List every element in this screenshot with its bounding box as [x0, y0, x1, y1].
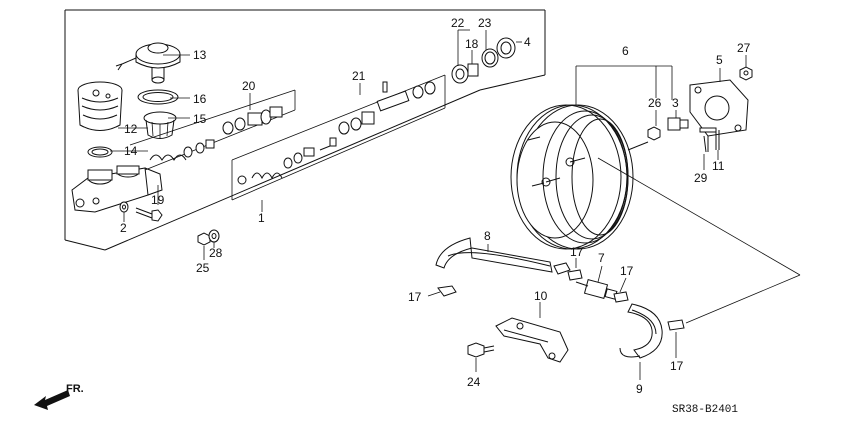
reservoir-tank [77, 81, 123, 131]
callout-17-left: 17 [408, 290, 422, 304]
hose-clip [87, 146, 113, 158]
secondary-piston-kit [237, 81, 436, 185]
callout-10: 10 [534, 289, 548, 303]
piston-seals [451, 37, 516, 84]
reservoir-strainer [143, 111, 177, 139]
callout-8: 8 [484, 229, 491, 243]
callout-7: 7 [598, 251, 605, 265]
callout-14: 14 [124, 144, 138, 158]
nut-and-washer [197, 229, 220, 246]
callout-5: 5 [716, 53, 723, 67]
callout-16: 16 [193, 92, 207, 106]
bracket-bolt [467, 342, 495, 358]
callout-22: 22 [451, 16, 465, 30]
brake-booster [510, 104, 649, 250]
callout-17-top: 17 [570, 245, 584, 259]
callout-17-bottom: 17 [670, 359, 684, 373]
callout-4: 4 [524, 35, 531, 49]
callout-25: 25 [196, 261, 210, 275]
callout-9: 9 [636, 382, 643, 396]
callout-15: 15 [193, 112, 207, 126]
hose-clamp-left [437, 262, 571, 297]
reservoir-seal [137, 89, 179, 105]
master-cylinder-group-frame [64, 9, 546, 251]
master-cylinder-body [71, 165, 163, 213]
booster-nut [647, 126, 661, 141]
reservoir-cap [115, 42, 181, 84]
callout-29: 29 [694, 171, 708, 185]
callout-23: 23 [478, 16, 492, 30]
callout-27: 27 [737, 41, 751, 55]
callout-1: 1 [258, 211, 265, 225]
callout-11: 11 [712, 159, 725, 173]
booster-gasket [689, 79, 749, 137]
diagram-code: SR38-B2401 [672, 404, 738, 416]
callout-12: 12 [124, 122, 138, 136]
primary-piston-kit [149, 106, 283, 161]
callout-21: 21 [352, 69, 366, 83]
callout-3: 3 [672, 96, 679, 110]
clevis-pin [699, 127, 720, 153]
mounting-bolt [135, 207, 163, 222]
callout-13: 13 [193, 48, 207, 62]
callout-26: 26 [648, 96, 662, 110]
callout-19: 19 [151, 193, 165, 207]
gasket-nut [739, 66, 753, 81]
washer [119, 201, 129, 213]
front-direction-arrow [34, 390, 70, 410]
hose-bracket [495, 317, 569, 363]
clevis-clip [667, 117, 689, 131]
callout-2: 2 [120, 221, 127, 235]
vacuum-hose-upper [435, 237, 553, 273]
leader-lines [110, 29, 801, 380]
callout-6: 6 [622, 44, 629, 58]
callout-17-right: 17 [620, 264, 634, 278]
callout-24: 24 [467, 375, 481, 389]
hose-clamps-right [567, 269, 685, 331]
callout-20: 20 [242, 79, 256, 93]
check-valve [575, 279, 618, 300]
callout-labels: 13 16 15 12 14 19 2 28 25 1 20 21 22 23 … [66, 16, 751, 416]
vacuum-hose-lower [619, 303, 663, 359]
front-label: FR. [66, 383, 84, 395]
callout-28: 28 [209, 246, 223, 260]
callout-18: 18 [465, 37, 479, 51]
